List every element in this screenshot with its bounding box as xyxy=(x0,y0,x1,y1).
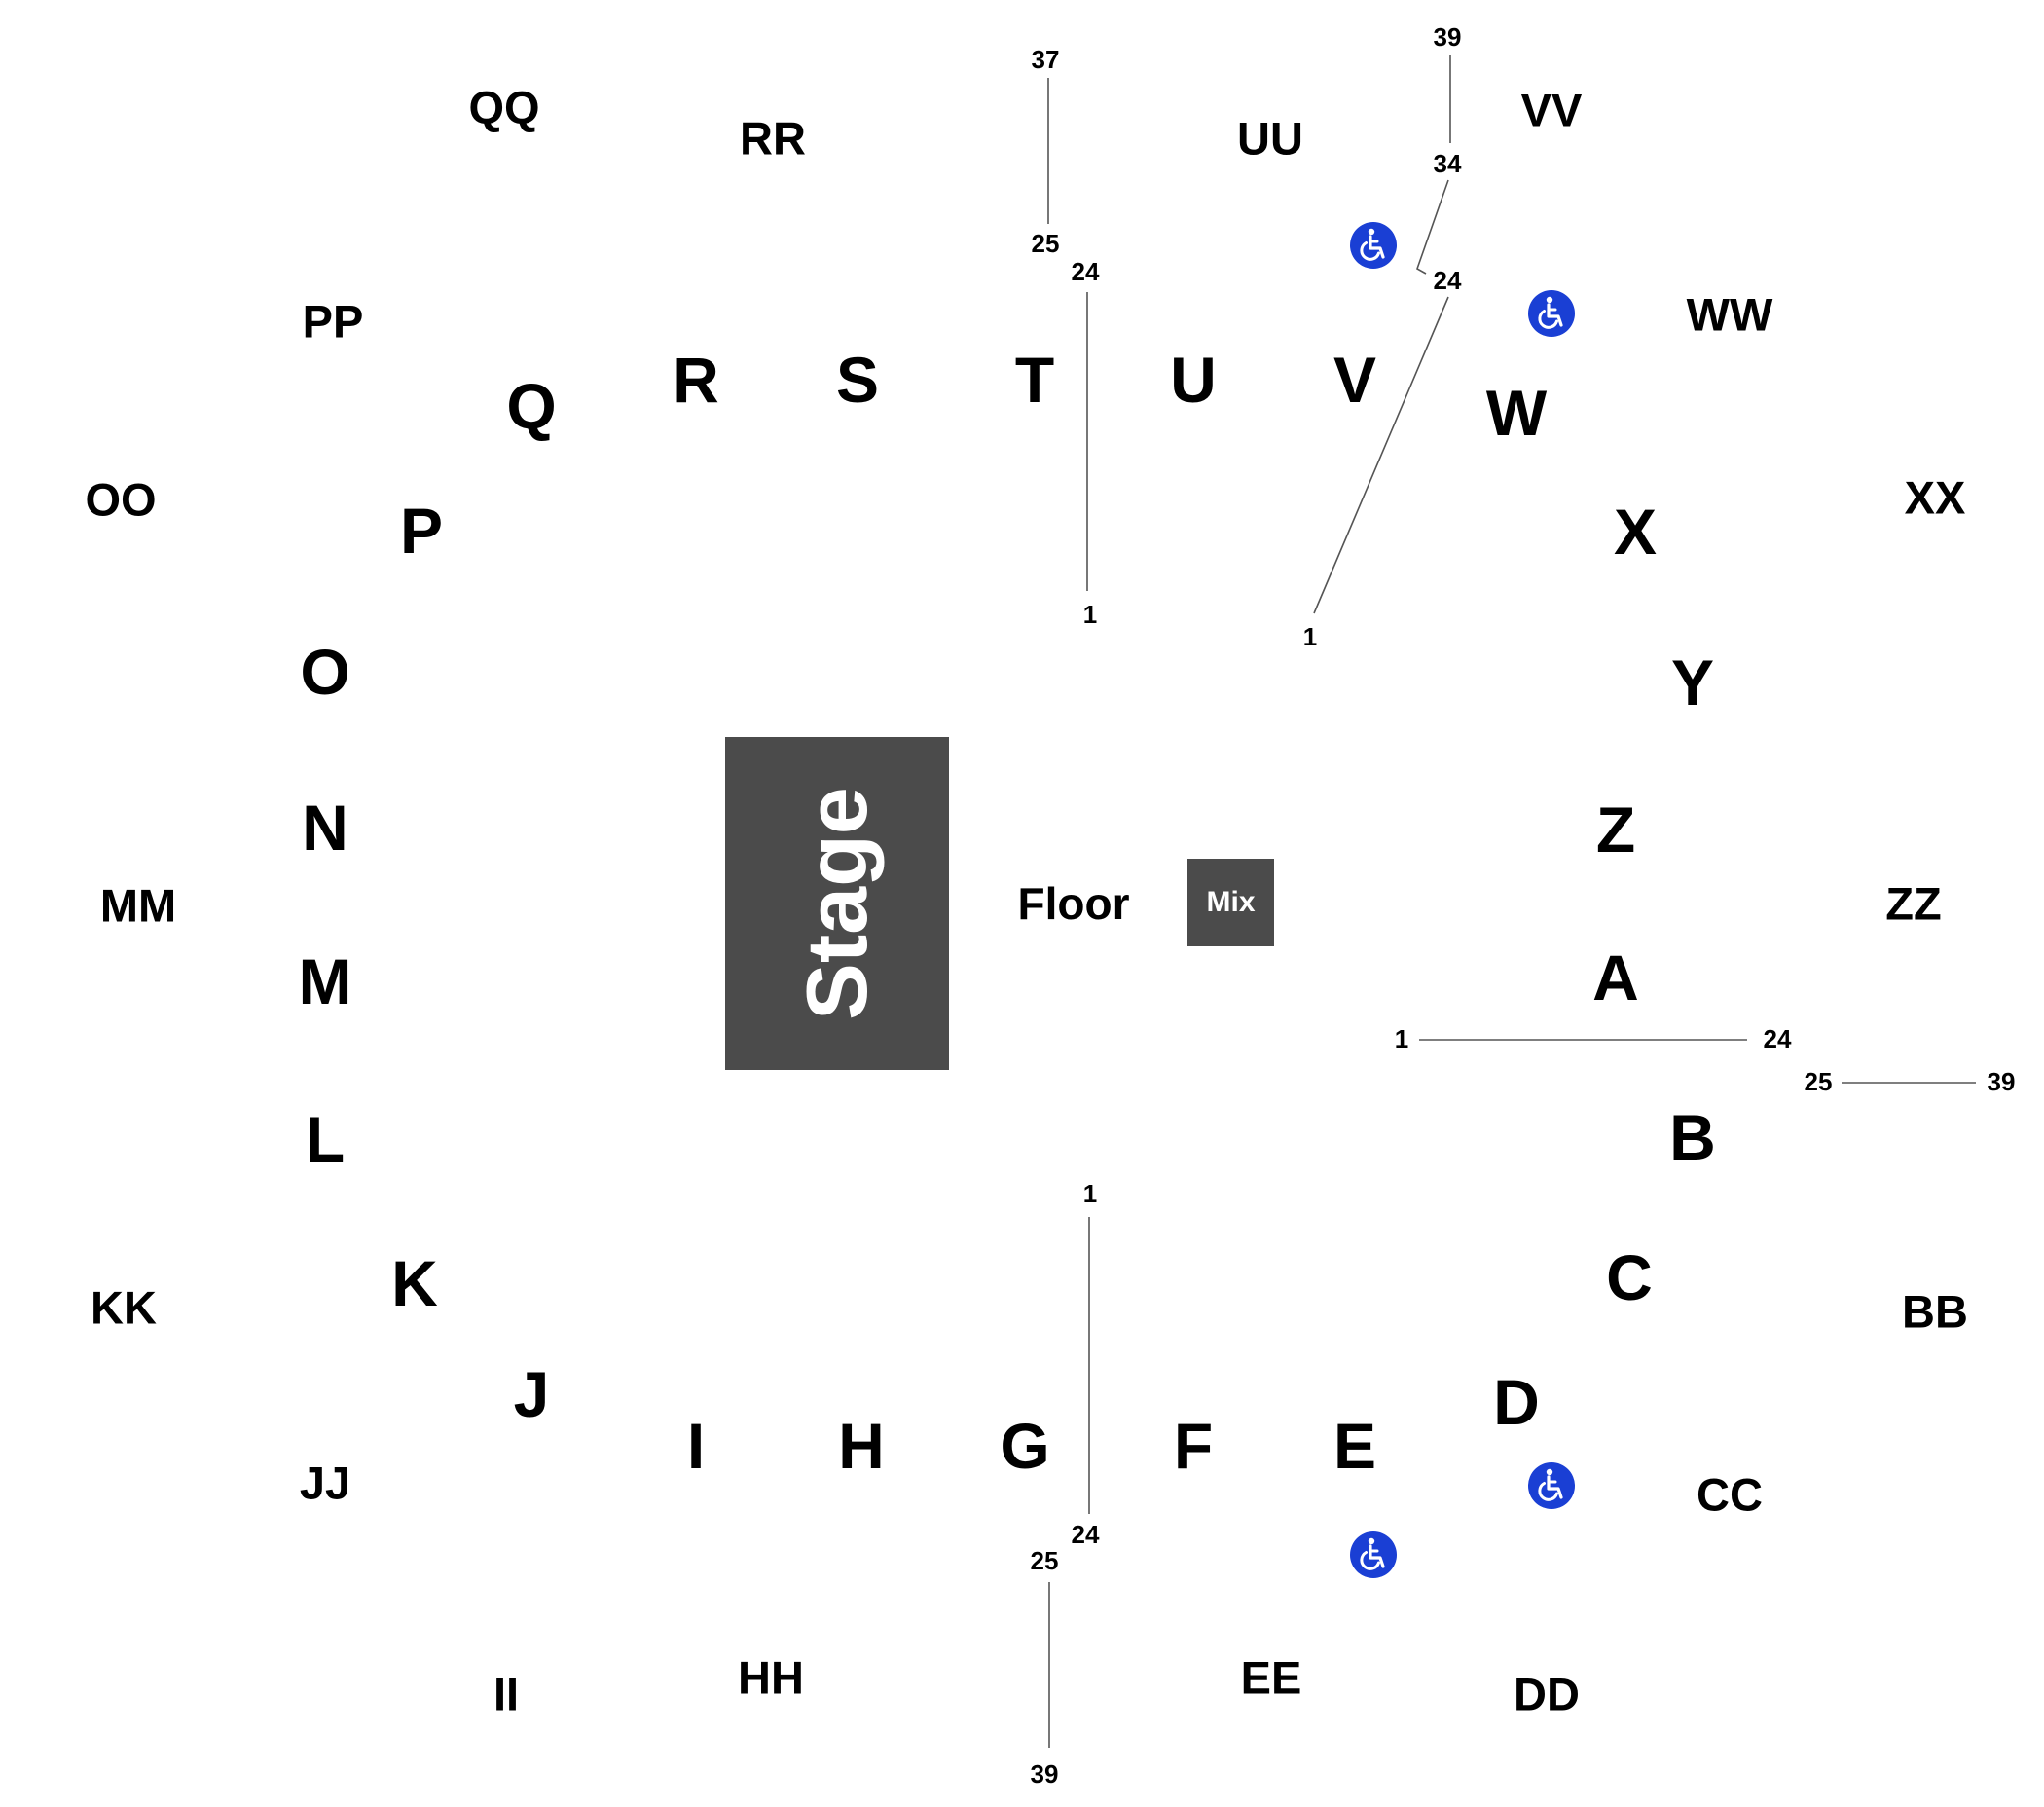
guide-line-vv-mid xyxy=(1416,179,1449,275)
seat-marker-zz-25: 25 xyxy=(1804,1067,1833,1096)
seat-marker-t-37: 37 xyxy=(1031,45,1060,74)
section-z[interactable]: Z xyxy=(1595,793,1636,866)
section-xx[interactable]: XX xyxy=(1904,471,1966,524)
section-ii[interactable]: II xyxy=(493,1668,520,1720)
guide-line-v-lower xyxy=(1313,296,1449,614)
seat-marker-v-1: 1 xyxy=(1302,622,1318,651)
section-qq[interactable]: QQ xyxy=(468,81,540,133)
section-n[interactable]: N xyxy=(302,792,348,864)
wheelchair-icon[interactable] xyxy=(1528,1462,1575,1509)
section-floor[interactable]: Floor xyxy=(1017,878,1130,929)
seat-marker-zz-39: 39 xyxy=(1987,1067,2016,1096)
section-cc[interactable]: CC xyxy=(1697,1468,1763,1521)
seat-marker-vv-34: 34 xyxy=(1433,149,1462,178)
stage[interactable]: Stage xyxy=(725,737,949,1070)
section-r[interactable]: R xyxy=(673,344,719,416)
wheelchair-icon[interactable] xyxy=(1350,1531,1397,1578)
seat-marker-vv-24: 24 xyxy=(1433,266,1462,295)
section-s[interactable]: S xyxy=(835,344,880,416)
section-dd[interactable]: DD xyxy=(1514,1668,1580,1720)
mix-position: Mix xyxy=(1187,859,1274,946)
section-g[interactable]: G xyxy=(1000,1410,1050,1482)
seat-marker-t-25: 25 xyxy=(1031,229,1060,258)
section-t[interactable]: T xyxy=(1014,344,1055,416)
section-ww[interactable]: WW xyxy=(1686,288,1773,341)
seat-marker-a-1: 1 xyxy=(1394,1024,1409,1053)
section-q[interactable]: Q xyxy=(506,370,557,442)
section-d[interactable]: D xyxy=(1493,1366,1540,1438)
section-u[interactable]: U xyxy=(1170,344,1217,416)
section-o[interactable]: O xyxy=(300,636,350,708)
section-b[interactable]: B xyxy=(1669,1101,1716,1173)
section-jj[interactable]: JJ xyxy=(299,1457,351,1509)
section-pp[interactable]: PP xyxy=(302,295,364,348)
section-a[interactable]: A xyxy=(1592,941,1639,1014)
section-p[interactable]: P xyxy=(399,495,444,567)
section-rr[interactable]: RR xyxy=(740,112,806,165)
seat-marker-u-1: 1 xyxy=(1082,600,1098,629)
seat-marker-g-24: 24 xyxy=(1071,1520,1100,1549)
section-h[interactable]: H xyxy=(838,1410,885,1482)
wheelchair-icon[interactable] xyxy=(1350,222,1397,269)
section-kk[interactable]: KK xyxy=(91,1281,157,1334)
seat-marker-a-24: 24 xyxy=(1763,1024,1792,1053)
section-i[interactable]: I xyxy=(686,1410,706,1482)
section-j[interactable]: J xyxy=(513,1358,550,1430)
section-f[interactable]: F xyxy=(1173,1410,1214,1482)
section-x[interactable]: X xyxy=(1613,496,1658,568)
section-k[interactable]: K xyxy=(391,1247,438,1319)
section-v[interactable]: V xyxy=(1332,344,1377,416)
seat-marker-g-1: 1 xyxy=(1082,1179,1098,1208)
section-hh[interactable]: HH xyxy=(738,1651,804,1704)
seat-marker-vv-39: 39 xyxy=(1433,22,1462,52)
section-m[interactable]: M xyxy=(298,945,352,1017)
seat-marker-hh-39: 39 xyxy=(1030,1759,1059,1789)
section-c[interactable]: C xyxy=(1606,1241,1653,1313)
section-zz[interactable]: ZZ xyxy=(1885,877,1942,930)
seat-marker-u-24: 24 xyxy=(1071,257,1100,286)
stage-label: Stage xyxy=(788,787,885,1020)
wheelchair-icon[interactable] xyxy=(1528,290,1575,337)
section-vv[interactable]: VV xyxy=(1520,84,1583,136)
section-e[interactable]: E xyxy=(1332,1410,1377,1482)
section-mm[interactable]: MM xyxy=(99,879,177,932)
section-uu[interactable]: UU xyxy=(1237,112,1303,165)
section-l[interactable]: L xyxy=(305,1103,346,1175)
section-w[interactable]: W xyxy=(1485,377,1548,449)
seat-marker-hh-25: 25 xyxy=(1030,1546,1059,1575)
section-bb[interactable]: BB xyxy=(1902,1285,1968,1338)
section-oo[interactable]: OO xyxy=(85,473,157,526)
mix-label: Mix xyxy=(1206,886,1256,918)
section-ee[interactable]: EE xyxy=(1240,1651,1302,1704)
section-y[interactable]: Y xyxy=(1670,646,1715,719)
